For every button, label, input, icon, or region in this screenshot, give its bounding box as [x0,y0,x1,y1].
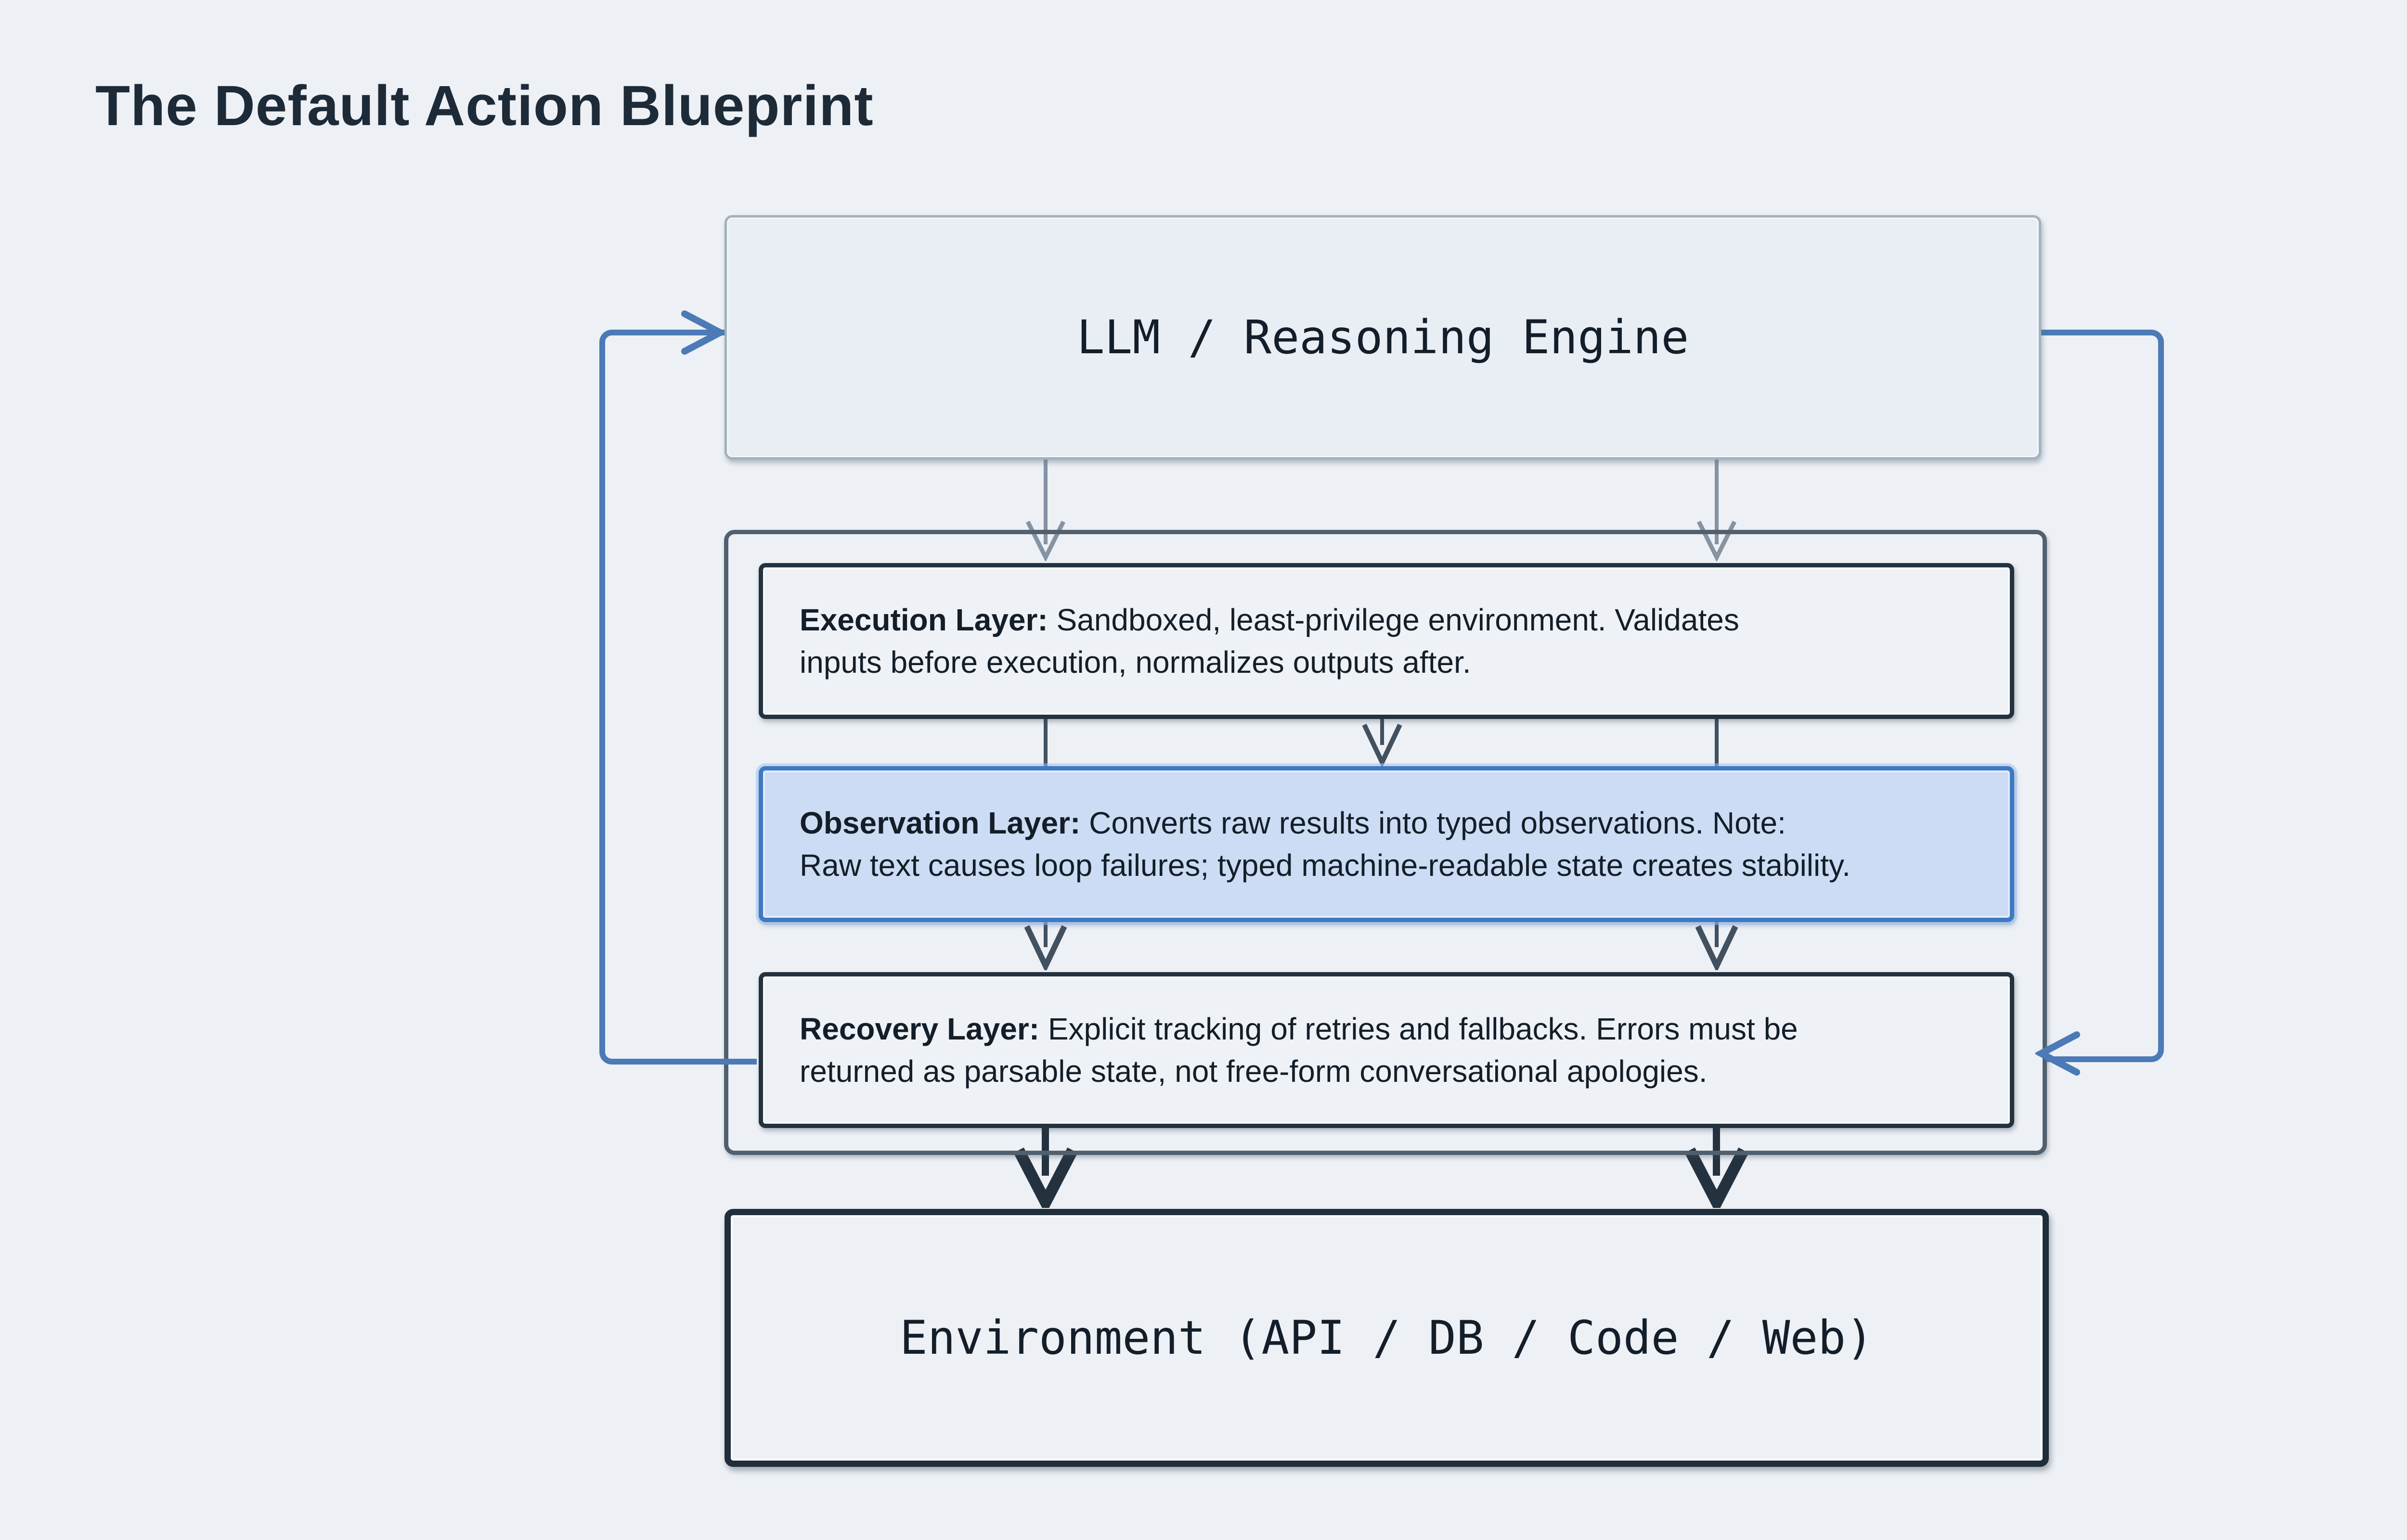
arrowhead-down-icon [1013,1147,1078,1208]
execution-layer-node: Execution Layer: Sandboxed, least-privil… [759,563,2014,719]
llm-node-label: LLM / Reasoning Engine [1076,310,1689,364]
environment-node: Environment (API / DB / Code / Web) [725,1209,2049,1467]
execution-layer-description: Sandboxed, least-privilege environment. … [800,602,1739,680]
execution-layer-title: Execution Layer: [800,602,1048,637]
connector-execution-passthrough-right [1715,711,1719,767]
arrowhead-down-icon [1695,925,1738,970]
connector-recovery-to-environment-left [1042,1120,1049,1176]
recovery-layer-node: Recovery Layer: Explicit tracking of ret… [759,972,2014,1128]
loop-recovery-to-llm-lower [599,695,757,1065]
observation-layer-node: Observation Layer: Converts raw results … [759,766,2014,922]
loop-llm-to-recovery-lower [2046,695,2164,1062]
loop-recovery-to-llm-upper [599,330,725,701]
connector-llm-to-execution-left [1044,455,1048,544]
execution-layer-text: Execution Layer: Sandboxed, least-privil… [763,599,1993,684]
observation-layer-title: Observation Layer: [800,805,1081,840]
connector-observation-to-recovery-left [1044,913,1048,947]
connector-execution-to-observation [1380,711,1384,745]
observation-layer-text: Observation Layer: Converts raw results … [763,802,1993,887]
llm-reasoning-engine-node: LLM / Reasoning Engine [725,215,2041,460]
recovery-layer-description: Explicit tracking of retries and fallbac… [800,1011,1798,1089]
connector-llm-to-execution-right [1715,455,1719,544]
arrowhead-down-icon [1684,1147,1749,1208]
connector-execution-passthrough-left [1044,711,1048,767]
recovery-layer-title: Recovery Layer: [800,1011,1040,1046]
arrowhead-down-icon [1362,723,1402,766]
arrowhead-right-icon [681,310,726,355]
observation-layer-description: Converts raw results into typed observat… [800,805,1851,883]
connector-observation-to-recovery-right [1715,913,1719,947]
connector-recovery-to-environment-right [1713,1120,1720,1176]
environment-node-label: Environment (API / DB / Code / Web) [900,1311,1874,1365]
loop-llm-to-recovery-upper [2037,330,2164,701]
recovery-layer-text: Recovery Layer: Explicit tracking of ret… [763,1008,1993,1093]
page-title: The Default Action Blueprint [95,74,874,138]
arrowhead-down-icon [1024,925,1067,970]
agent-layers-container [724,530,2047,1155]
arrowhead-left-icon [2035,1031,2080,1076]
